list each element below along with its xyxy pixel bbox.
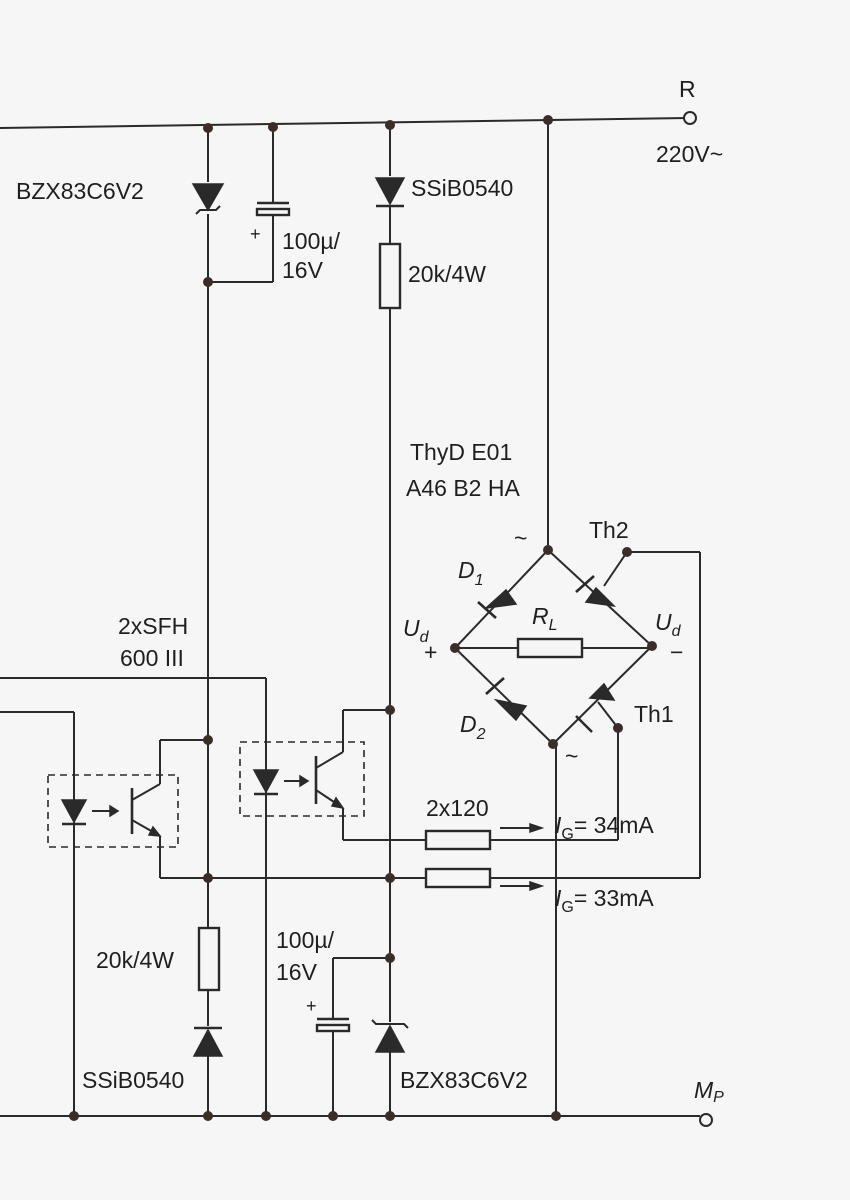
opto-label-2: 600 III [120,645,184,671]
th1-label: Th1 [634,701,674,727]
zener-bottom-label: BZX83C6V2 [400,1067,528,1093]
optocoupler-left [47,774,179,848]
resistor-top [378,242,402,310]
diode-bottom [192,1026,224,1057]
capacitor-top [255,201,291,217]
d1-label: D1 [458,557,484,589]
bridge-diode-d2 [485,677,528,722]
load-resistor [516,637,584,659]
diode-bottom-label: SSiB0540 [82,1067,184,1093]
zener-diode-top [191,183,225,215]
capacitor-bottom [315,1017,351,1033]
resistor-bottom-label: 20k/4W [96,947,174,973]
junction-dots [69,115,657,1121]
current-arrows [500,822,545,892]
cap-top-label-2: 16V [282,257,324,283]
cap-bottom-plus: + [306,996,317,1016]
ud-right-label: Ud [655,609,682,640]
d2-label: D2 [460,711,486,743]
optocoupler-right [239,741,365,817]
cap-bottom-label-1: 100µ/ [276,927,335,953]
diode-top [374,177,406,208]
gate-resistor-2 [424,867,492,889]
wires [0,117,701,1117]
bridge-thyristor-th1 [575,682,616,733]
ud-left-sign: + [424,639,437,665]
cap-bottom-label-2: 16V [276,959,318,985]
ig1-label: IG= 34mA [555,812,654,843]
opto-label-1: 2xSFH [118,613,188,639]
bridge-ac-top: ~ [514,525,527,551]
cap-top-label-1: 100µ/ [282,228,341,254]
zener-diode-bottom [371,1019,409,1053]
ig2-label: IG= 33mA [555,885,654,916]
ground-label: MP [694,1077,724,1106]
resistor-bottom [197,926,221,992]
ud-left-label: Ud [403,615,430,646]
thyristor-module-label-2: A46 B2 HA [406,475,520,501]
th2-label: Th2 [589,517,629,543]
diode-top-label: SSiB0540 [411,175,513,201]
voltage-label: 220V~ [656,141,723,167]
ud-right-sign: − [670,639,683,665]
thyristor-module-label-1: ThyD E01 [410,439,512,465]
bridge-ac-bottom: ~ [565,743,578,769]
gate-resistors-label: 2x120 [426,795,489,821]
terminal-r [683,111,697,125]
terminal-r-label: R [679,76,696,102]
gate-resistor-1 [424,829,492,851]
bridge-thyristor-th2 [575,575,617,608]
zener-top-label: BZX83C6V2 [16,178,144,204]
terminal-mp [699,1113,713,1127]
rl-label: RL [532,603,558,634]
bridge-diode-d1 [477,588,518,619]
resistor-top-label: 20k/4W [408,261,486,287]
cap-top-plus: + [250,224,261,244]
